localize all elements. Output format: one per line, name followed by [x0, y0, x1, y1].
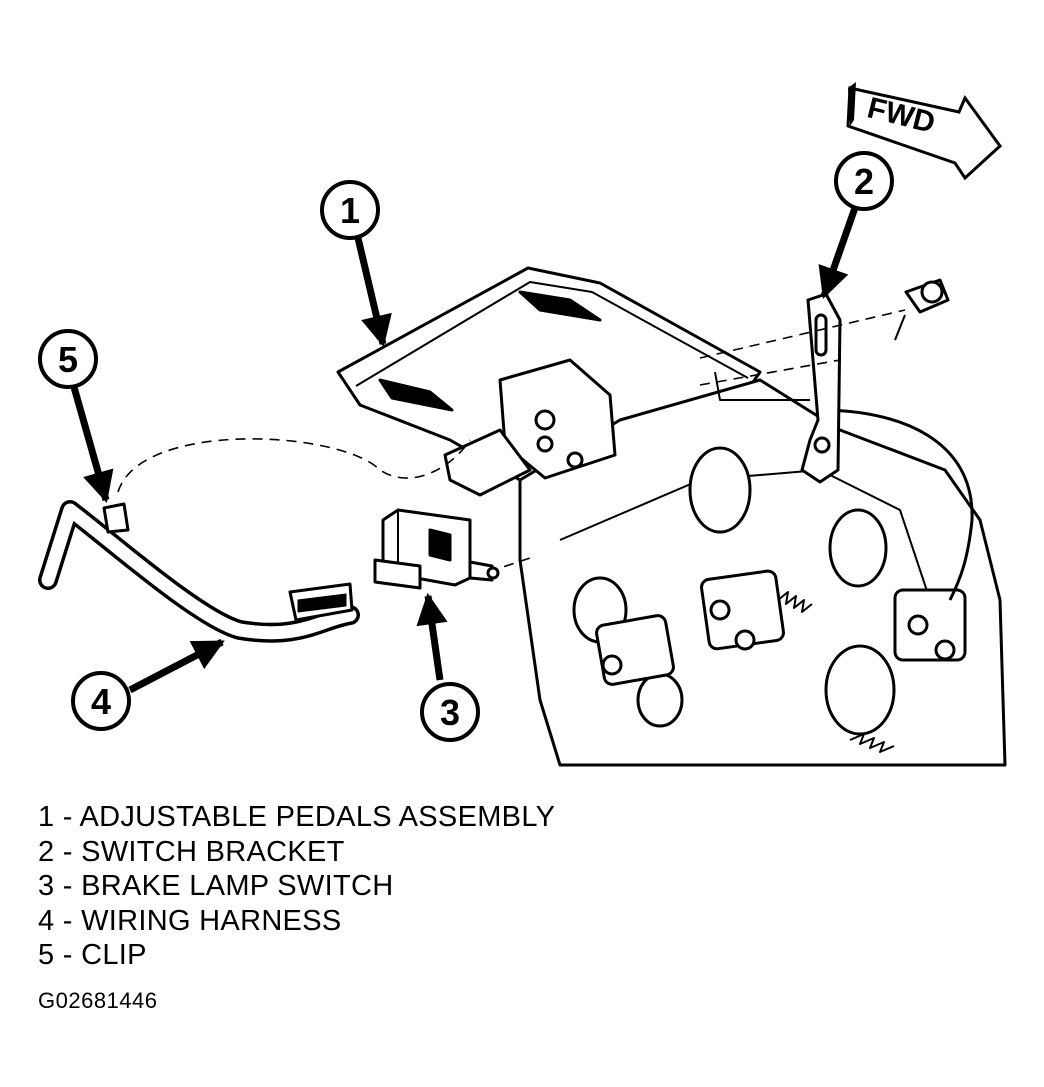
callout-arrow-3 [416, 592, 448, 681]
svg-text:1: 1 [340, 190, 360, 231]
legend-item: 2 - SWITCH BRACKET [38, 835, 345, 868]
callout-3: 3 [420, 682, 480, 742]
legend-item: 1 - ADJUSTABLE PEDALS ASSEMBLY [38, 801, 556, 833]
figure-id: G02681446 [38, 988, 158, 1013]
callout-arrows [68, 203, 860, 694]
callout-1: 1 [320, 180, 380, 240]
pedal-assembly-drawing [336, 266, 1007, 767]
legend: 1 - ADJUSTABLE PEDALS ASSEMBLY 2 - SWITC… [38, 800, 555, 973]
brake-lamp-switch-drawing [373, 508, 500, 590]
svg-text:5: 5 [58, 339, 78, 380]
switch-bracket-drawing [800, 278, 950, 484]
callout-arrow-1 [354, 237, 392, 348]
callout-arrow-5 [68, 379, 114, 504]
callout-arrow-2 [818, 203, 860, 299]
pedal-assembly-diagram: FWD [38, 82, 1007, 767]
callout-2: 2 [834, 151, 894, 211]
svg-text:2: 2 [854, 161, 874, 202]
svg-text:4: 4 [91, 681, 111, 722]
legend-item: 3 - BRAKE LAMP SWITCH [38, 870, 394, 902]
callouts: 1 2 3 4 5 [38, 151, 894, 742]
wiring-harness-drawing [38, 500, 360, 643]
legend-item: 4 - WIRING HARNESS [38, 904, 342, 937]
callout-5: 5 [38, 329, 98, 389]
callout-4: 4 [71, 671, 131, 731]
callout-arrow-4 [128, 638, 225, 694]
svg-text:3: 3 [440, 692, 460, 733]
legend-item: 5 - CLIP [38, 939, 147, 971]
